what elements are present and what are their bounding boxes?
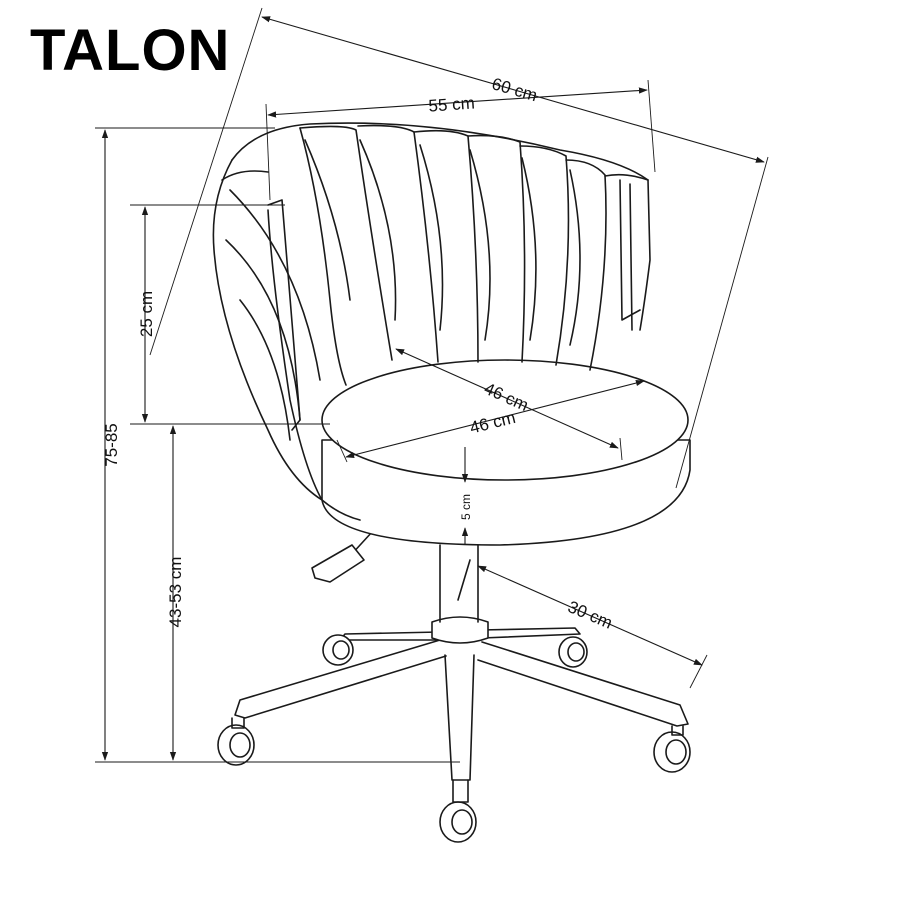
label-seat-thickness: 5 cm (459, 494, 473, 520)
caster-wheels (217, 634, 691, 843)
backrest (212, 122, 651, 501)
label-backrest-height: 25 cm (137, 291, 156, 337)
gas-lift-column (431, 544, 489, 644)
dimension-lines (95, 7, 769, 763)
label-seat-height: 43-53 cm (166, 557, 185, 628)
height-lever (311, 531, 373, 583)
label-width-back: 55 cm (428, 93, 476, 115)
label-height-total: 75-85 (102, 423, 121, 466)
base-star-legs (234, 627, 689, 781)
chair-outline (212, 122, 691, 843)
dimension-labels: 60 cm 55 cm 75-85 25 cm 43-53 cm 46 cm 4… (102, 74, 615, 633)
product-title: TALON (30, 18, 231, 83)
label-depth-outer: 60 cm (490, 74, 540, 105)
